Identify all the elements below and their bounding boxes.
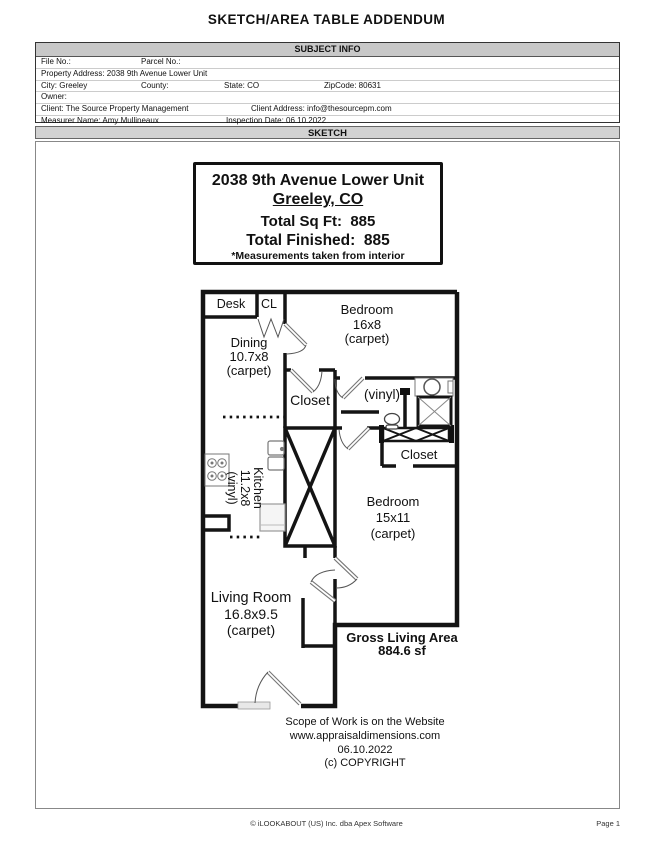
- room-dim-bedroom2: 15x11: [376, 510, 410, 525]
- interior-walls: [203, 292, 457, 648]
- subject-info-row: Property Address: 2038 9th Avenue Lower …: [36, 69, 619, 81]
- room-floor-bedroom1: (carpet): [345, 331, 390, 346]
- subject-info-row: City: Greeley County: State: CO ZipCode:…: [36, 81, 619, 93]
- room-floor-kitchen: (vinyl): [225, 471, 239, 504]
- room-label-bedroom2: Bedroom: [367, 494, 420, 509]
- note-line: (c) COPYRIGHT: [324, 757, 406, 770]
- room-label-bedroom1: Bedroom: [341, 302, 394, 317]
- kitchen-sink-icon: [267, 440, 285, 471]
- door-swing-arcs: [254, 344, 358, 704]
- floor-change-dotted: [223, 415, 285, 539]
- footer-copyright: © iLOOKABOUT (US) Inc. dba Apex Software: [250, 819, 403, 828]
- floor-plan: Desk CL Bedroom 16x8 (carpet) Dining 10.…: [200, 289, 460, 710]
- sketch-address: 2038 9th Avenue Lower Unit: [211, 172, 425, 189]
- subject-info-row: Owner:: [36, 92, 619, 105]
- note-line: www.appraisaldimensions.com: [289, 729, 441, 742]
- subject-info-section: SUBJECT INFO File No.: Parcel No.: Prope…: [35, 42, 620, 125]
- bath-sink-icon: [423, 378, 441, 396]
- state-field: State: CO: [224, 80, 260, 90]
- shower-x: [417, 396, 452, 427]
- gross-living-area-label: Gross Living Area: [346, 630, 458, 645]
- room-floor-living: (carpet): [227, 622, 275, 638]
- room-dim-bedroom1: 16x8: [353, 317, 381, 332]
- room-label-cl: CL: [261, 297, 277, 311]
- owner-field: Owner:: [41, 92, 67, 102]
- room-label-living: Living Room: [211, 590, 292, 606]
- room-dim-living: 16.8x9.5: [224, 606, 278, 622]
- room-floor-dining: (carpet): [227, 363, 272, 378]
- bath-counter-edge: [447, 380, 454, 394]
- toilet-base: [385, 424, 399, 430]
- note-line: 06.10.2022: [337, 743, 393, 756]
- pocket-door-jog: [400, 388, 410, 395]
- kitchen-counter: [259, 503, 286, 532]
- note-line: Scope of Work is on the Website: [285, 716, 445, 728]
- cl-bifold-door: [257, 317, 285, 339]
- total-sqft: Total Sq Ft: 885: [260, 213, 376, 230]
- parcel-no-field: Parcel No.:: [141, 57, 181, 66]
- room-dim-dining: 10.7x8: [229, 349, 268, 364]
- footer-page-number: Page 1: [596, 819, 620, 828]
- sketch-title-box: 2038 9th Avenue Lower Unit Greeley, CO T…: [193, 162, 443, 265]
- zipcode-field: ZipCode: 80631: [324, 80, 381, 90]
- room-label-vinyl: (vinyl): [364, 387, 400, 402]
- room-label-dining: Dining: [231, 335, 268, 350]
- subject-info-row: Client: The Source Property Management C…: [36, 104, 619, 116]
- measurement-note: *Measurements taken from interior: [231, 250, 405, 262]
- property-address-field: Property Address: 2038 9th Avenue Lower …: [41, 68, 208, 78]
- sketch-notes: Scope of Work is on the Website www.appr…: [245, 716, 485, 771]
- bifold-end-block: [379, 425, 384, 443]
- bifold-door-strip: [381, 426, 451, 443]
- total-finished: Total Finished: 885: [246, 232, 390, 249]
- gross-living-area-value: 884.6 sf: [378, 643, 426, 658]
- sketch-city: Greeley, CO: [272, 191, 364, 208]
- city-field: City: Greeley: [41, 80, 88, 90]
- room-label-bedroom-closet: Closet: [401, 447, 438, 462]
- room-label-kitchen: Kitchen: [251, 467, 265, 509]
- bath-counter: [414, 377, 454, 397]
- room-floor-bedroom2: (carpet): [371, 526, 416, 541]
- subject-info-row: File No.: Parcel No.:: [36, 57, 619, 69]
- file-no-field: File No.:: [41, 57, 71, 66]
- stove-burners: [207, 458, 227, 481]
- door-leaves: [266, 322, 371, 706]
- room-dim-kitchen: 11.2x8: [238, 470, 252, 507]
- county-field: County:: [141, 80, 169, 90]
- inspection-date-field: Inspection Date: 06.10.2022: [226, 115, 327, 125]
- room-label-desk: Desk: [217, 297, 246, 311]
- bifold-door-x: [382, 427, 450, 442]
- subject-info-row: Measurer Name: Amy Mullineaux Inspection…: [36, 116, 619, 127]
- room-label-kitchen-group: Kitchen 11.2x8 (vinyl): [225, 467, 265, 509]
- client-address-field: Client Address: info@thesourcepm.com: [251, 104, 392, 114]
- entry-threshold: [237, 701, 271, 710]
- subject-info-header: SUBJECT INFO: [36, 43, 619, 57]
- room-label-hall-closet: Closet: [290, 392, 330, 408]
- sketch-header: SKETCH: [35, 126, 620, 139]
- bifold-end-block: [449, 425, 454, 443]
- client-field: Client: The Source Property Management: [41, 104, 189, 114]
- page-title: SKETCH/AREA TABLE ADDENDUM: [207, 12, 446, 27]
- sketch-area: 2038 9th Avenue Lower Unit Greeley, CO T…: [35, 141, 620, 809]
- stairs-x-box: [283, 426, 337, 548]
- measurer-field: Measurer Name: Amy Mullineaux: [41, 115, 159, 125]
- toilet-icon: [383, 412, 401, 426]
